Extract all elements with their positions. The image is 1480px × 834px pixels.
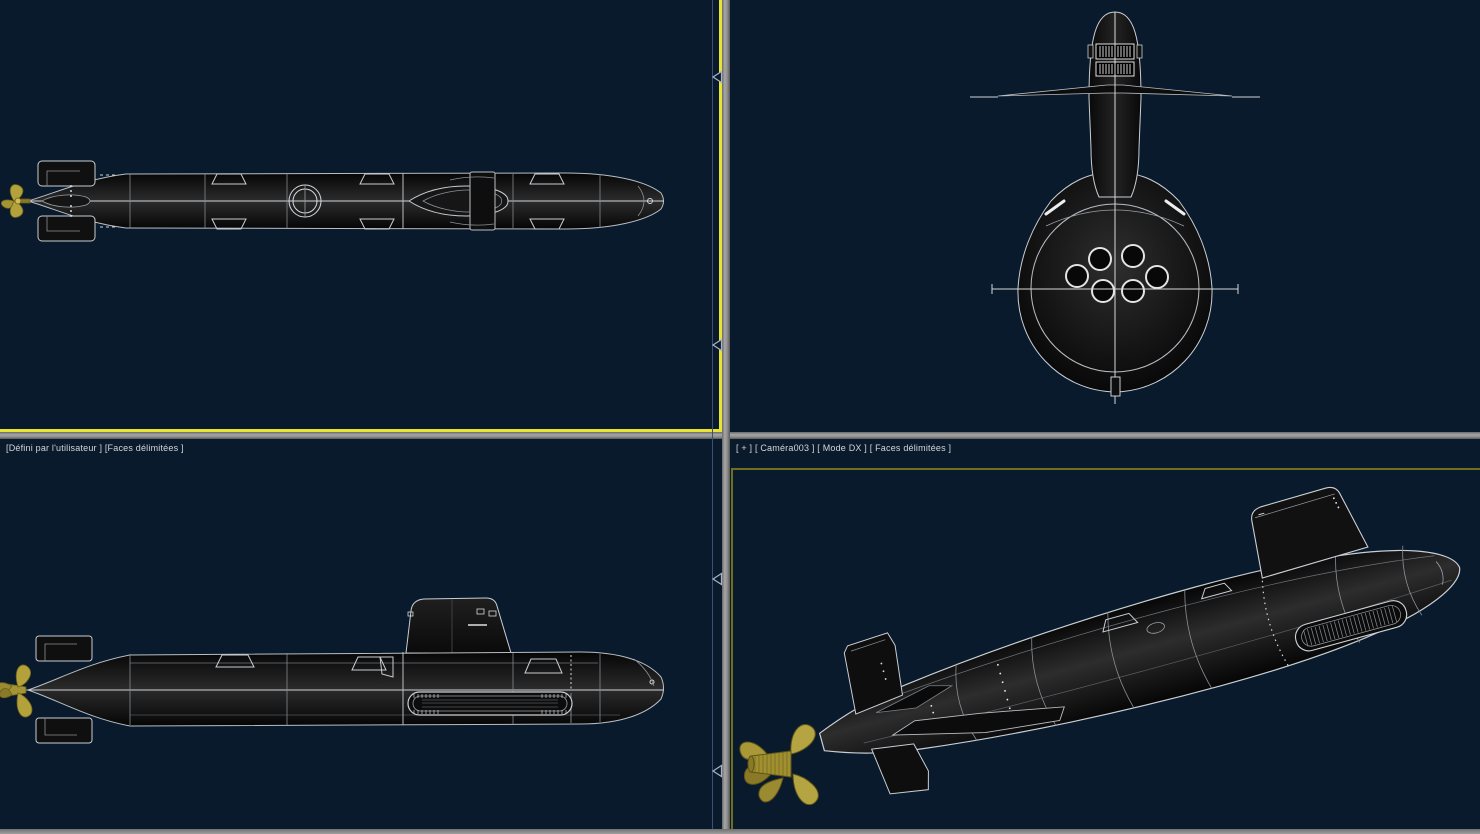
viewport-splitter-vertical[interactable] xyxy=(722,0,730,834)
viewport-splitter-horizontal[interactable] xyxy=(0,432,1480,439)
viewport-front-view[interactable] xyxy=(730,0,1480,432)
camera-safe-frame-top xyxy=(731,468,1480,470)
pane-split-line[interactable] xyxy=(712,0,713,834)
viewport-label[interactable]: [Défini par l'utilisateur ] [Faces délim… xyxy=(6,443,184,453)
camera-safe-frame-left xyxy=(731,468,733,834)
submarine-perspective-drawing xyxy=(739,486,1461,806)
pane-collapse-arrow-icon[interactable] xyxy=(711,572,723,586)
pane-collapse-arrow-icon[interactable] xyxy=(711,338,723,352)
window-bottom-edge xyxy=(0,829,1480,834)
submarine-front-view-drawing xyxy=(970,11,1260,404)
viewport-label[interactable]: [ + ] [ Caméra003 ] [ Mode DX ] [ Faces … xyxy=(736,443,952,453)
viewport-camera-perspective[interactable]: [ + ] [ Caméra003 ] [ Mode DX ] [ Faces … xyxy=(730,439,1480,834)
pane-collapse-arrow-icon[interactable] xyxy=(711,764,723,778)
viewport-top-view[interactable] xyxy=(0,0,722,432)
submarine-side-view-drawing xyxy=(0,597,664,744)
viewport-side-view[interactable]: [Défini par l'utilisateur ] [Faces délim… xyxy=(0,439,722,834)
submarine-top-view-drawing xyxy=(0,160,664,242)
pane-collapse-arrow-icon[interactable] xyxy=(711,70,723,84)
